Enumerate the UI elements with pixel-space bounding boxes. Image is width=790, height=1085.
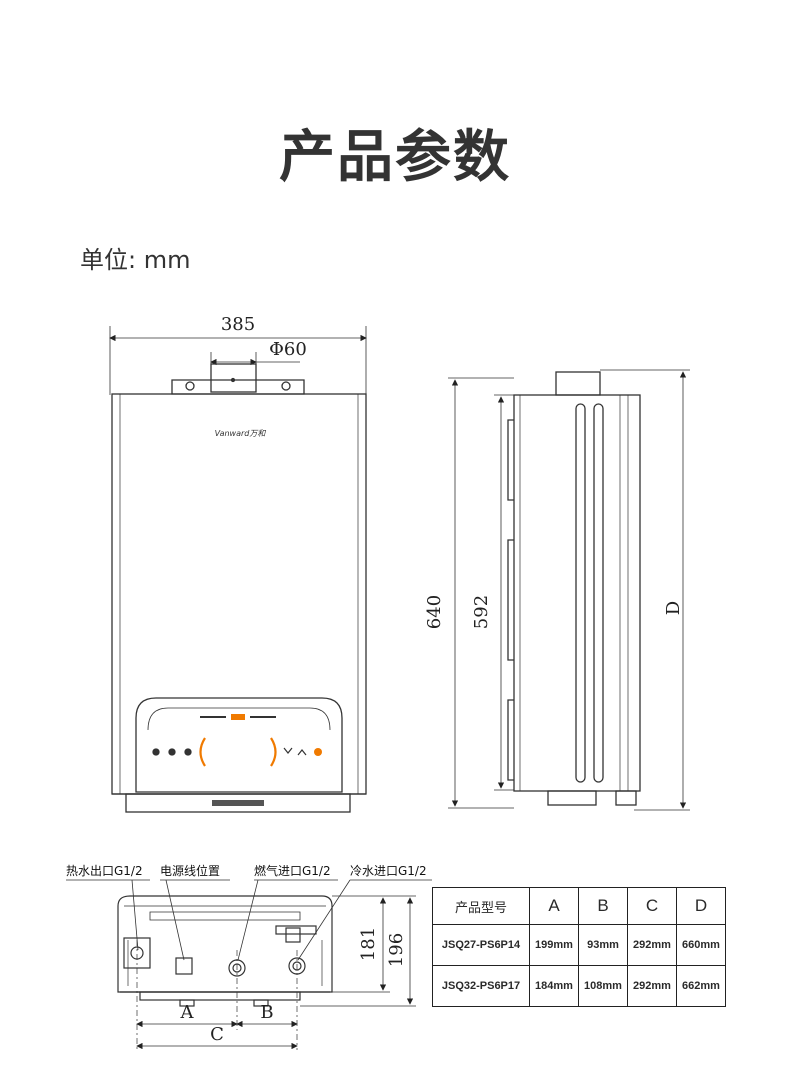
side-view xyxy=(448,369,690,811)
spec-header-d: D xyxy=(676,887,726,925)
spec-header-b: B xyxy=(578,887,628,925)
callout-cold-water-inlet: 冷水进口G1/2 xyxy=(350,864,427,878)
height-640-label: 640 xyxy=(424,595,445,629)
spec-cell-b: 108mm xyxy=(578,965,628,1007)
spec-cell-c: 292mm xyxy=(627,924,677,966)
dim-c-label: C xyxy=(210,1024,224,1045)
callout-power-cable: 电源线位置 xyxy=(160,863,220,878)
brand-logo: Vanward万和 xyxy=(215,429,267,438)
height-196-label: 196 xyxy=(386,933,407,967)
spec-cell-b: 93mm xyxy=(578,924,628,966)
bottom-view xyxy=(66,879,432,1050)
table-row: JSQ27-PS6P14 199mm 93mm 292mm 660mm xyxy=(432,924,726,966)
spec-header-c: C xyxy=(627,887,677,925)
spec-cell-model: JSQ32-PS6P17 xyxy=(432,965,530,1007)
table-row: JSQ32-PS6P17 184mm 108mm 292mm 662mm xyxy=(432,965,726,1007)
unit-label: 单位: mm xyxy=(80,246,191,274)
width-385-label: 385 xyxy=(221,314,255,335)
dim-b-label: B xyxy=(260,1002,273,1023)
spec-cell-a: 199mm xyxy=(529,924,579,966)
depth-d-label: D xyxy=(663,601,684,615)
front-view xyxy=(109,326,367,813)
spec-cell-a: 184mm xyxy=(529,965,579,1007)
flue-diameter-label: Φ60 xyxy=(269,339,307,360)
spec-table-header: 产品型号 A B C D xyxy=(432,887,726,925)
page-title: 产品参数 xyxy=(279,125,511,190)
spec-cell-model: JSQ27-PS6P14 xyxy=(432,924,530,966)
callout-gas-inlet: 燃气进口G1/2 xyxy=(254,863,331,878)
spec-cell-d: 660mm xyxy=(676,924,726,966)
spec-header-a: A xyxy=(529,887,579,925)
callout-hot-water-outlet: 热水出口G1/2 xyxy=(66,864,143,878)
height-181-label: 181 xyxy=(358,927,379,961)
spec-table: 产品型号 A B C D JSQ27-PS6P14 199mm 93mm 292… xyxy=(432,887,726,1007)
spec-header-model: 产品型号 xyxy=(432,887,530,925)
spec-cell-c: 292mm xyxy=(627,965,677,1007)
height-592-label: 592 xyxy=(471,595,492,629)
dim-a-label: A xyxy=(180,1002,195,1023)
spec-cell-d: 662mm xyxy=(676,965,726,1007)
